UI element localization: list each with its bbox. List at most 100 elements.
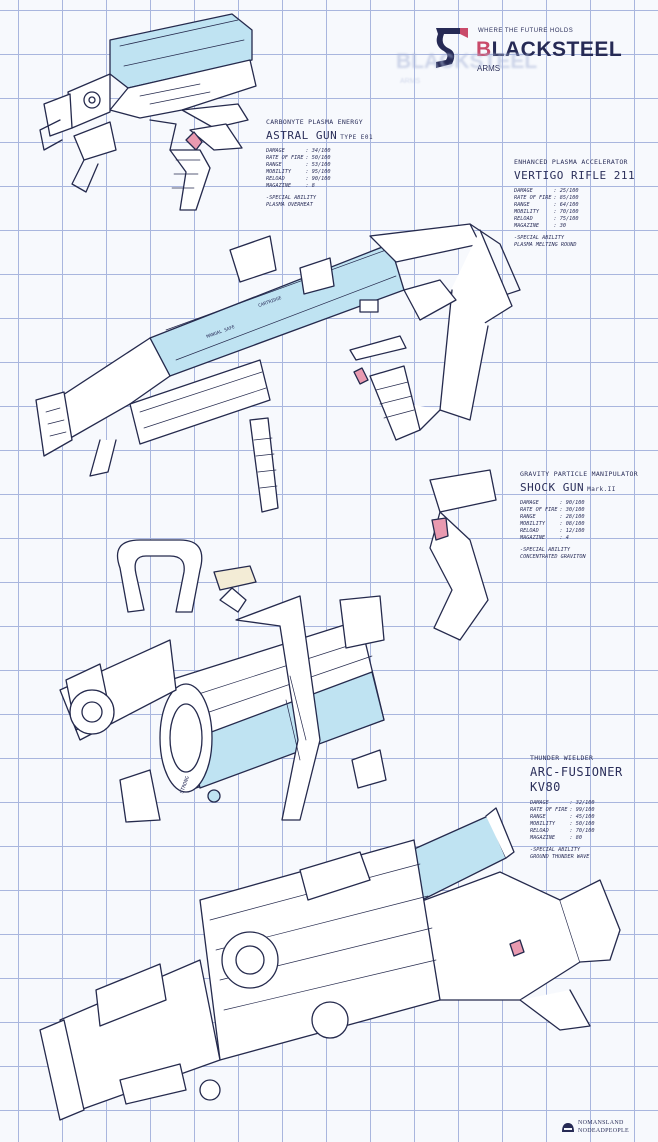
stat-value: : 08/100 (559, 521, 585, 527)
weapon-class: GRAVITY PARTICLE MANIPULATOR (520, 470, 638, 478)
stat-label: RELOAD (514, 216, 533, 222)
stat-row: RATE OF FIRE: 50/100 (266, 155, 332, 162)
ability-text: PLASMA MELTING ROUND (514, 242, 577, 248)
stat-label: MOBILITY (266, 169, 291, 175)
stat-row: RELOAD : 90/100 (266, 176, 332, 183)
stat-value: : 75/100 (553, 216, 579, 222)
ability-label: -SPECIAL ABILITY (514, 235, 564, 241)
weapon-name: VERTIGO RIFLE 211 (514, 169, 635, 182)
stat-value: : 25/100 (553, 188, 579, 194)
weapon-name-text: ASTRAL GUN (266, 129, 338, 142)
vertigo-rifle-drawing (35, 223, 521, 513)
stat-label: DAMAGE (520, 500, 539, 506)
stat-row: MOBILITY: 08/100 (520, 521, 586, 528)
stat-label: RELOAD (530, 828, 549, 834)
stat-value: : 53/100 (305, 162, 331, 168)
helmet-icon (562, 1123, 574, 1132)
weapon-class: THUNDER WIELDER (530, 754, 594, 762)
ability-text: CONCENTRATED GRAVITON (520, 554, 586, 560)
stat-row: RANGE: 53/100 (266, 162, 332, 169)
stat-value: : 80 (569, 835, 582, 841)
weapon-name-text: SHOCK GUN (520, 481, 585, 494)
stat-label: MAGAZINE (514, 223, 539, 229)
brand-ghost-sub: ARMS (400, 78, 421, 85)
stat-value: : 8 (305, 183, 315, 189)
stat-label: MAGAZINE (266, 183, 291, 189)
stat-row: MOBILITY : 70/100 (514, 209, 580, 216)
stat-label: RATE OF FIRE (530, 807, 568, 813)
brand-name: BLACKSTEEL (476, 38, 622, 62)
stat-row: MAGAZINE : 4 (520, 535, 586, 542)
weapon-suffix: Mark.II (587, 486, 616, 493)
brand-sub: ARMS (477, 64, 501, 73)
stat-row: DAMAGE : 25/100 (514, 188, 580, 195)
stat-row: RATE OF FIRE: 85/100 (514, 195, 580, 202)
weapon-class: ENHANCED PLASMA ACCELERATOR (514, 158, 628, 166)
weapon-name-text: VERTIGO RIFLE 211 (514, 169, 636, 182)
spec-vertigo-rifle: ENHANCED PLASMA ACCELERATOR VERTIGO RIFL… (514, 158, 635, 249)
stat-label: MAGAZINE (520, 535, 545, 541)
stats-table: DAMAGE : 34/100 RATE OF FIRE: 50/100 RANG… (266, 148, 332, 190)
stat-value: : 50/100 (569, 821, 595, 827)
stat-row: RANGE: 28/100 (520, 514, 586, 521)
stat-label: MOBILITY (514, 209, 539, 215)
blacksteel-emblem-icon (436, 28, 468, 68)
stat-value: : 12/100 (559, 528, 585, 534)
stat-value: : 90/100 (305, 176, 331, 182)
weapon-suffix: TYPE E01 (340, 134, 374, 141)
arc-fusioner-drawing (39, 807, 621, 1121)
stat-row: RANGE : 45/100 (530, 814, 596, 821)
stat-value: : 70/100 (553, 209, 579, 215)
stat-row: MOBILITY : 50/100 (530, 821, 596, 828)
ability-text: PLASMA OVERHEAT (266, 202, 313, 208)
brand-tagline: WHERE THE FUTURE HOLDS (478, 28, 574, 34)
stat-row: DAMAGE : 34/100 (266, 148, 332, 155)
stat-row: RELOAD : 75/100 (514, 216, 580, 223)
stat-label: RATE OF FIRE (266, 155, 304, 161)
stat-row: RATE OF FIRE: 30/100 (520, 507, 586, 514)
stat-value: : 50/100 (305, 155, 331, 161)
stat-value: : 4 (559, 535, 569, 541)
stat-label: DAMAGE (266, 148, 285, 154)
stat-row: DAMAGE : 32/100 (530, 800, 596, 807)
stats-table: DAMAGE : 90/100 RATE OF FIRE: 30/100 RANG… (520, 500, 586, 542)
stat-row: MOBILITY: 95/100 (266, 169, 332, 176)
stat-value: : 64/100 (553, 202, 579, 208)
spec-arc-fusioner: THUNDER WIELDER ARC-FUSIONER KV80 DAMAGE… (530, 754, 623, 861)
stat-value: : 90/100 (559, 500, 585, 506)
stat-label: DAMAGE (530, 800, 549, 806)
stat-label: MOBILITY (530, 821, 555, 827)
stat-label: MAGAZINE (530, 835, 555, 841)
ability-label: -SPECIAL ABILITY (520, 547, 570, 553)
stat-label: RATE OF FIRE (514, 195, 552, 201)
stat-value: : 30 (553, 223, 566, 229)
stat-value: : 70/100 (569, 828, 595, 834)
stat-value: : 34/100 (305, 148, 331, 154)
weapon-name: ARC-FUSIONER (530, 765, 623, 779)
stat-label: RELOAD (266, 176, 285, 182)
footer-line1: NOMANSLAND (578, 1120, 624, 1126)
weapon-class: CARBONYTE PLASMA ENERGY (266, 118, 363, 126)
stat-label: RATE OF FIRE (520, 507, 558, 513)
stat-value: : 32/100 (569, 800, 595, 806)
stat-row: RATE OF FIRE: 99/100 (530, 807, 596, 814)
stat-row: RANGE: 64/100 (514, 202, 580, 209)
stat-value: : 99/100 (569, 807, 595, 813)
footer-line2: NODEADPEOPLE (578, 1128, 629, 1134)
stat-row: RELOAD : 70/100 (530, 828, 596, 835)
stat-row: MAGAZINE : 80 (530, 835, 596, 842)
stat-label: DAMAGE (514, 188, 533, 194)
stat-label: RELOAD (520, 528, 539, 534)
stat-row: MAGAZINE : 8 (266, 183, 332, 190)
stat-label: RANGE (530, 814, 546, 820)
shock-gun-drawing (59, 469, 497, 823)
artist-signature: NOMANSLAND NODEADPEOPLE (560, 1118, 650, 1138)
stat-value: : 45/100 (569, 814, 595, 820)
ability-text: GROUND THUNDER WAVE (530, 854, 590, 860)
